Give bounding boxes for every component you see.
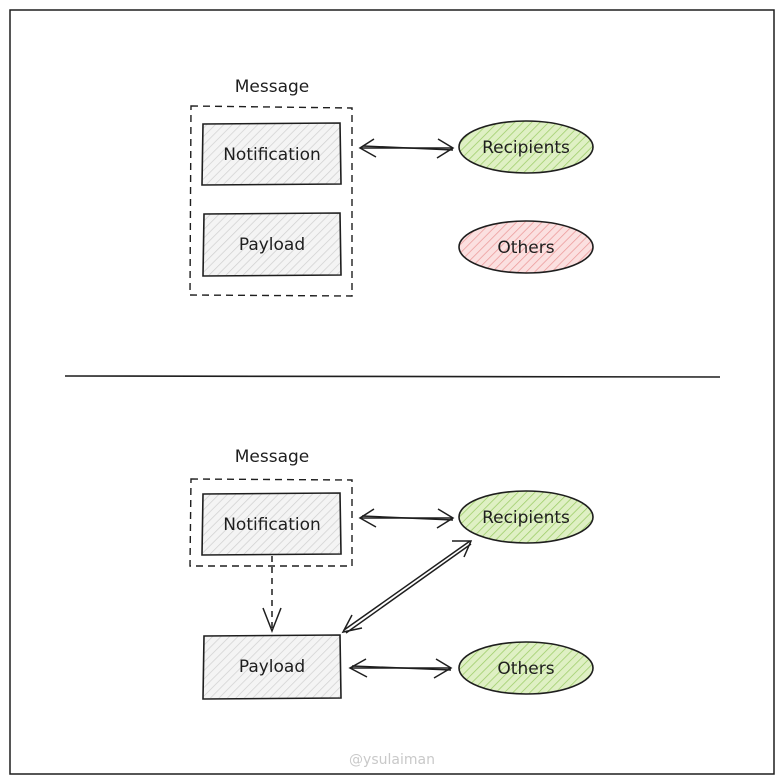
top-message-group <box>189 105 353 297</box>
payload-recipients-arrow <box>341 540 473 634</box>
bottom-message-group <box>189 478 353 567</box>
bottom-recipients-node: Recipients <box>458 490 594 544</box>
bottom-payload-label: Payload <box>239 657 305 677</box>
top-payload-node: Payload <box>202 212 342 277</box>
top-message-label: Message <box>235 77 310 97</box>
bottom-payload-node: Payload <box>202 634 342 700</box>
bottom-notification-recipients-arrow <box>358 508 455 529</box>
top-payload-label: Payload <box>239 235 305 255</box>
top-others-label: Others <box>497 238 554 258</box>
section-divider <box>64 375 721 378</box>
bottom-others-node: Others <box>458 641 594 695</box>
outer-frame <box>9 9 775 775</box>
payload-others-arrow <box>348 658 453 679</box>
watermark: @ysulaiman <box>349 752 435 768</box>
top-diagram: Message Notification Payload Recipients <box>189 77 594 297</box>
top-recipients-label: Recipients <box>482 138 570 158</box>
top-notification-node: Notification <box>201 122 342 186</box>
top-notification-label: Notification <box>223 145 321 165</box>
bottom-notification-label: Notification <box>223 515 321 535</box>
bottom-recipients-label: Recipients <box>482 508 570 528</box>
notification-to-payload-dashed-arrow <box>262 556 282 634</box>
bottom-notification-node: Notification <box>201 492 342 556</box>
top-recipients-node: Recipients <box>458 120 594 174</box>
top-others-node: Others <box>458 220 594 274</box>
bottom-diagram: Message Notification Payload <box>189 447 594 700</box>
bottom-others-label: Others <box>497 659 554 679</box>
top-notification-recipients-arrow <box>358 138 455 159</box>
bottom-message-label: Message <box>235 447 310 467</box>
